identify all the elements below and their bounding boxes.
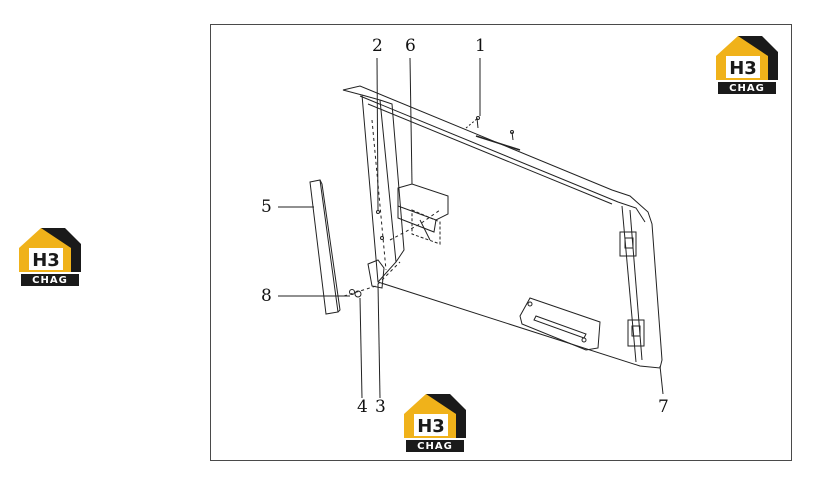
svg-text:CHAG: CHAG	[729, 83, 765, 94]
lower-hinge	[627, 319, 645, 347]
left-channel	[361, 94, 397, 283]
svg-text:H3: H3	[729, 58, 757, 79]
callout-1: 1	[475, 36, 486, 56]
svg-text:H3: H3	[32, 250, 60, 271]
callout-2: 2	[372, 36, 383, 56]
chag-logo-top-right: H3 CHAG	[716, 36, 778, 94]
callout-3: 3	[375, 397, 386, 417]
callout-7: 7	[658, 397, 669, 417]
callout-4: 4	[357, 397, 368, 417]
leader-4	[359, 297, 363, 399]
leader-2	[376, 57, 379, 211]
svg-text:CHAG: CHAG	[32, 275, 68, 286]
upper-hinge	[619, 231, 637, 257]
top-flange	[359, 95, 646, 223]
leader-6	[409, 57, 413, 185]
leader-7	[659, 365, 664, 395]
bracket-3	[367, 259, 385, 289]
drawing-frame	[210, 24, 792, 461]
handle	[519, 297, 601, 351]
svg-text:H3: H3	[417, 416, 445, 437]
leader-3	[377, 283, 381, 399]
chag-logo-left: H3 CHAG	[19, 228, 81, 286]
svg-text:CHAG: CHAG	[417, 441, 453, 452]
callout-6: 6	[405, 36, 416, 56]
callout-5: 5	[261, 197, 272, 217]
callout-8: 8	[261, 286, 272, 306]
door-panel	[342, 85, 663, 369]
chag-logo-bottom: H3 CHAG	[404, 394, 466, 452]
